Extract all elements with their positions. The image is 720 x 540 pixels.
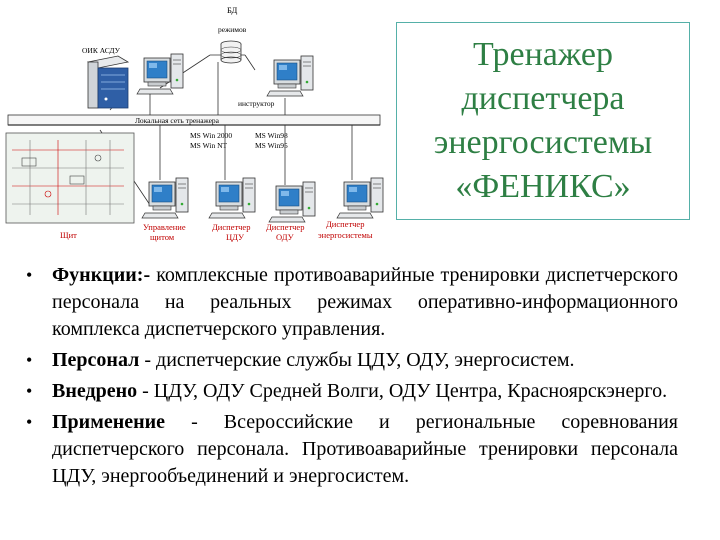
station-1-line1: Управление	[143, 222, 186, 232]
station-3-line1: Диспетчер	[266, 222, 304, 232]
bullet-icon: •	[26, 265, 33, 285]
station-4-line2: энергосистемы	[318, 230, 373, 240]
title-line-1: Тренажер	[473, 36, 613, 73]
system-diagram: БД режимов ОИК АСДУ инструктор Локальная…	[5, 5, 384, 242]
workstation-odu	[268, 181, 316, 223]
item-label: Применение	[52, 411, 166, 433]
database-icon	[220, 40, 242, 64]
os-right-1: MS Win98	[255, 131, 288, 140]
db-sublabel: режимов	[218, 25, 247, 34]
item-text: - ЦДУ, ОДУ Средней Волги, ОДУ Центра, Кр…	[137, 380, 668, 402]
item-text: - Всероссийские и региональные соревнова…	[52, 411, 678, 487]
server-icon	[86, 55, 130, 109]
item-text: комплексные противоаварийные тренировки …	[52, 264, 678, 340]
item-label: Внедрено	[52, 380, 138, 402]
station-4-line1: Диспетчер	[326, 219, 364, 229]
os-left-1: MS Win 2000	[190, 131, 232, 140]
title-line-4: «ФЕНИКС»	[455, 168, 631, 205]
shield-panel	[5, 132, 135, 224]
station-3-line2: ОДУ	[276, 232, 295, 242]
os-left-2: MS Win NT	[190, 141, 227, 150]
list-item-application: • Применение - Всероссийские и региональ…	[22, 409, 678, 490]
instructor-workstation	[266, 55, 314, 97]
workstation-energy-system	[336, 177, 384, 219]
item-label: Персонал	[52, 349, 140, 371]
list-item-personnel: • Персонал - диспетчерские службы ЦДУ, О…	[22, 347, 678, 374]
workstation-cdu	[208, 177, 256, 219]
title-box: Тренажер диспетчера энергосистемы «ФЕНИК…	[396, 22, 690, 220]
instructor-label: инструктор	[238, 99, 275, 108]
item-text: - диспетчерские службы ЦДУ, ОДУ, энергос…	[139, 349, 575, 371]
station-2-line1: Диспетчер	[212, 222, 250, 232]
item-label: Функции:-	[52, 264, 151, 286]
workstation-shield-control	[141, 177, 189, 219]
station-1-line2: щитом	[150, 232, 175, 242]
bullet-list: • Функции:- комплексные противоаварийные…	[22, 262, 678, 494]
title-line-2: диспетчера	[461, 80, 625, 117]
bullet-icon: •	[26, 381, 33, 401]
network-label: Локальная сеть тренажера	[135, 116, 220, 125]
server-label: ОИК АСДУ	[82, 46, 121, 55]
list-item-functions: • Функции:- комплексные противоаварийные…	[22, 262, 678, 343]
bullet-icon: •	[26, 412, 33, 432]
title-line-3: энергосистемы	[433, 124, 653, 161]
local-network-bar	[7, 114, 381, 126]
list-item-deployed: • Внедрено - ЦДУ, ОДУ Средней Волги, ОДУ…	[22, 378, 678, 405]
shield-label: Щит	[60, 230, 77, 240]
db-label: БД	[227, 5, 238, 15]
os-right-2: MS Win95	[255, 141, 288, 150]
station-2-line2: ЦДУ	[226, 232, 245, 242]
bullet-icon: •	[26, 350, 33, 370]
